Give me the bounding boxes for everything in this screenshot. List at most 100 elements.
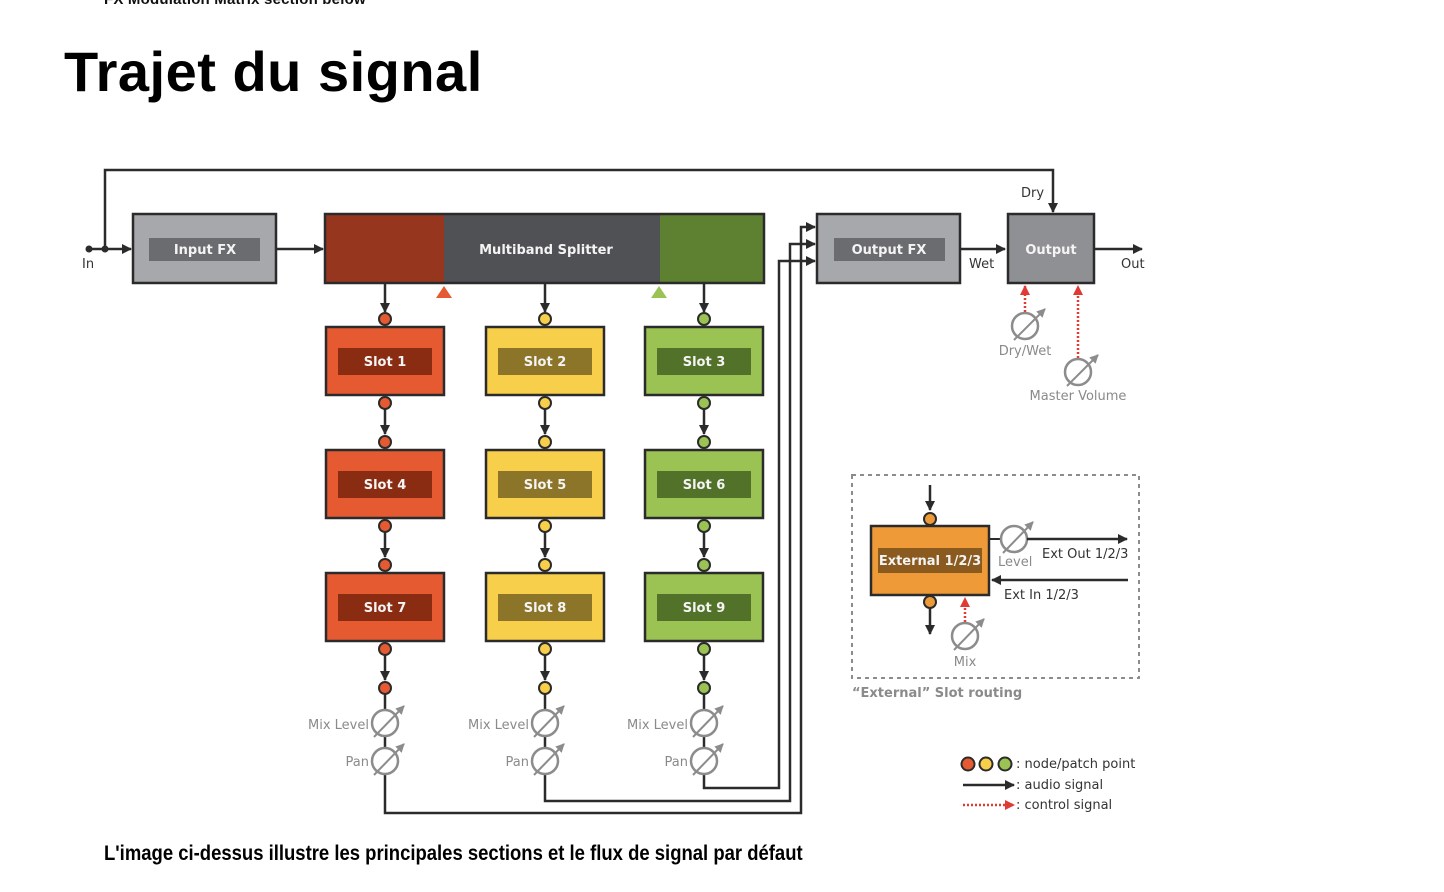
return-line-column-3 [702, 256, 816, 790]
slot-output-node[interactable] [538, 396, 552, 410]
external-level-knob-icon[interactable] [999, 521, 1034, 554]
master-volume-control[interactable]: Master Volume [1030, 285, 1127, 404]
slot-input-node[interactable] [697, 558, 711, 572]
slot-label: Slot 9 [683, 601, 726, 616]
dry-bypass-line [103, 168, 1058, 249]
slot-input-node[interactable] [538, 312, 552, 326]
slot-block[interactable]: Slot 6 [643, 448, 765, 520]
slot-block[interactable]: Slot 5 [484, 448, 606, 520]
slot-block[interactable]: Slot 2 [484, 325, 606, 397]
mix-level-label: Mix Level [468, 718, 529, 733]
slot-label: Slot 2 [524, 355, 567, 370]
pan-label: Pan [506, 755, 529, 770]
return-line-column-2 [543, 239, 816, 803]
legend-node-red-icon [960, 756, 976, 772]
slot-output-node[interactable] [538, 519, 552, 533]
slot-block[interactable]: Slot 7 [324, 571, 446, 643]
pan-knob-icon[interactable] [370, 743, 405, 776]
slot-input-node[interactable] [538, 558, 552, 572]
output-fx-block: Output FX [815, 212, 962, 285]
slot-label: Slot 5 [524, 478, 567, 493]
return-line-column-1 [383, 222, 816, 815]
external-slot-routing: External 1/2/3 Level Ext Out 1/2/3 Ext I… [851, 474, 1140, 701]
external-level-label: Level [998, 555, 1032, 570]
slot-output-node[interactable] [378, 519, 392, 533]
slot-input-node[interactable] [378, 312, 392, 326]
input-fx-label: Input FX [174, 243, 236, 258]
low-crossover-handle[interactable] [436, 286, 452, 298]
slot-label: Slot 6 [683, 478, 726, 493]
external-routing-frame [851, 474, 1140, 679]
slot-output-node[interactable] [538, 642, 552, 656]
splitter-high-band [660, 214, 764, 283]
dry-wet-control[interactable]: Dry/Wet [999, 285, 1052, 359]
pan-label: Pan [346, 755, 369, 770]
slot-block[interactable]: Slot 1 [324, 325, 446, 397]
ext-in-label: Ext In 1/2/3 [1004, 588, 1079, 603]
out-label: Out [1121, 257, 1145, 272]
multiband-splitter-block: Multiband Splitter [323, 212, 766, 298]
slot-output-node[interactable] [378, 642, 392, 656]
external-input-node[interactable] [923, 512, 937, 526]
slot-output-node[interactable] [697, 519, 711, 533]
slot-block[interactable]: Slot 4 [324, 448, 446, 520]
mix-node[interactable] [697, 681, 711, 695]
slot-block[interactable]: Slot 9 [643, 571, 765, 643]
slot-input-node[interactable] [697, 312, 711, 326]
slot-label: Slot 8 [524, 601, 567, 616]
mix-level-label: Mix Level [627, 718, 688, 733]
splitter-label: Multiband Splitter [479, 243, 613, 258]
master-volume-label: Master Volume [1030, 389, 1127, 404]
slot-input-node[interactable] [697, 435, 711, 449]
wet-label: Wet [969, 257, 994, 272]
cut-off-header-text: FX Modulation Matrix section below [104, 0, 366, 8]
pan-knob-icon[interactable] [689, 743, 724, 776]
pan-knob-icon[interactable] [530, 743, 565, 776]
slot-output-node[interactable] [697, 396, 711, 410]
external-mix-knob-icon[interactable] [950, 618, 985, 651]
external-slot-label: External 1/2/3 [879, 554, 981, 569]
input-fx-block: Input FX [131, 212, 278, 285]
slot-input-node[interactable] [538, 435, 552, 449]
mix-level-knob-icon[interactable] [530, 705, 565, 738]
slot-output-node[interactable] [697, 642, 711, 656]
high-crossover-handle[interactable] [651, 286, 667, 298]
slot-label: Slot 1 [364, 355, 407, 370]
dry-wet-knob-icon[interactable] [1010, 308, 1046, 341]
splitter-low-band [325, 214, 444, 283]
legend-nodes-label: : node/patch point [1016, 757, 1135, 772]
pan-label: Pan [665, 755, 688, 770]
slot-output-node[interactable] [378, 396, 392, 410]
page-title: Trajet du signal [64, 40, 483, 103]
mix-node[interactable] [538, 681, 552, 695]
external-routing-caption: “External” Slot routing [852, 686, 1022, 701]
mix-node[interactable] [378, 681, 392, 695]
slot-block[interactable]: Slot 3 [643, 325, 765, 397]
mix-level-knob-icon[interactable] [370, 705, 405, 738]
input-line [85, 244, 132, 254]
slot-input-node[interactable] [378, 558, 392, 572]
figure-caption: L'image ci-dessus illustre les principal… [104, 842, 803, 865]
slot-block[interactable]: Slot 8 [484, 571, 606, 643]
ext-out-label: Ext Out 1/2/3 [1042, 547, 1128, 562]
legend-audio-label: : audio signal [1016, 778, 1103, 793]
mix-level-knob-icon[interactable] [689, 705, 724, 738]
output-label: Output [1025, 243, 1076, 258]
dry-label: Dry [1021, 186, 1044, 201]
legend-node-yellow-icon [978, 756, 994, 772]
external-output-node[interactable] [923, 595, 937, 609]
external-mix-label: Mix [954, 655, 977, 670]
slot-label: Slot 3 [683, 355, 726, 370]
slot-input-node[interactable] [378, 435, 392, 449]
legend: : node/patch point : audio signal : cont… [960, 756, 1135, 813]
splitter-mid-band [444, 214, 660, 283]
master-volume-knob-icon[interactable] [1063, 354, 1099, 387]
dry-wet-label: Dry/Wet [999, 344, 1052, 359]
legend-control-label: : control signal [1016, 798, 1112, 813]
legend-node-green-icon [997, 756, 1013, 772]
